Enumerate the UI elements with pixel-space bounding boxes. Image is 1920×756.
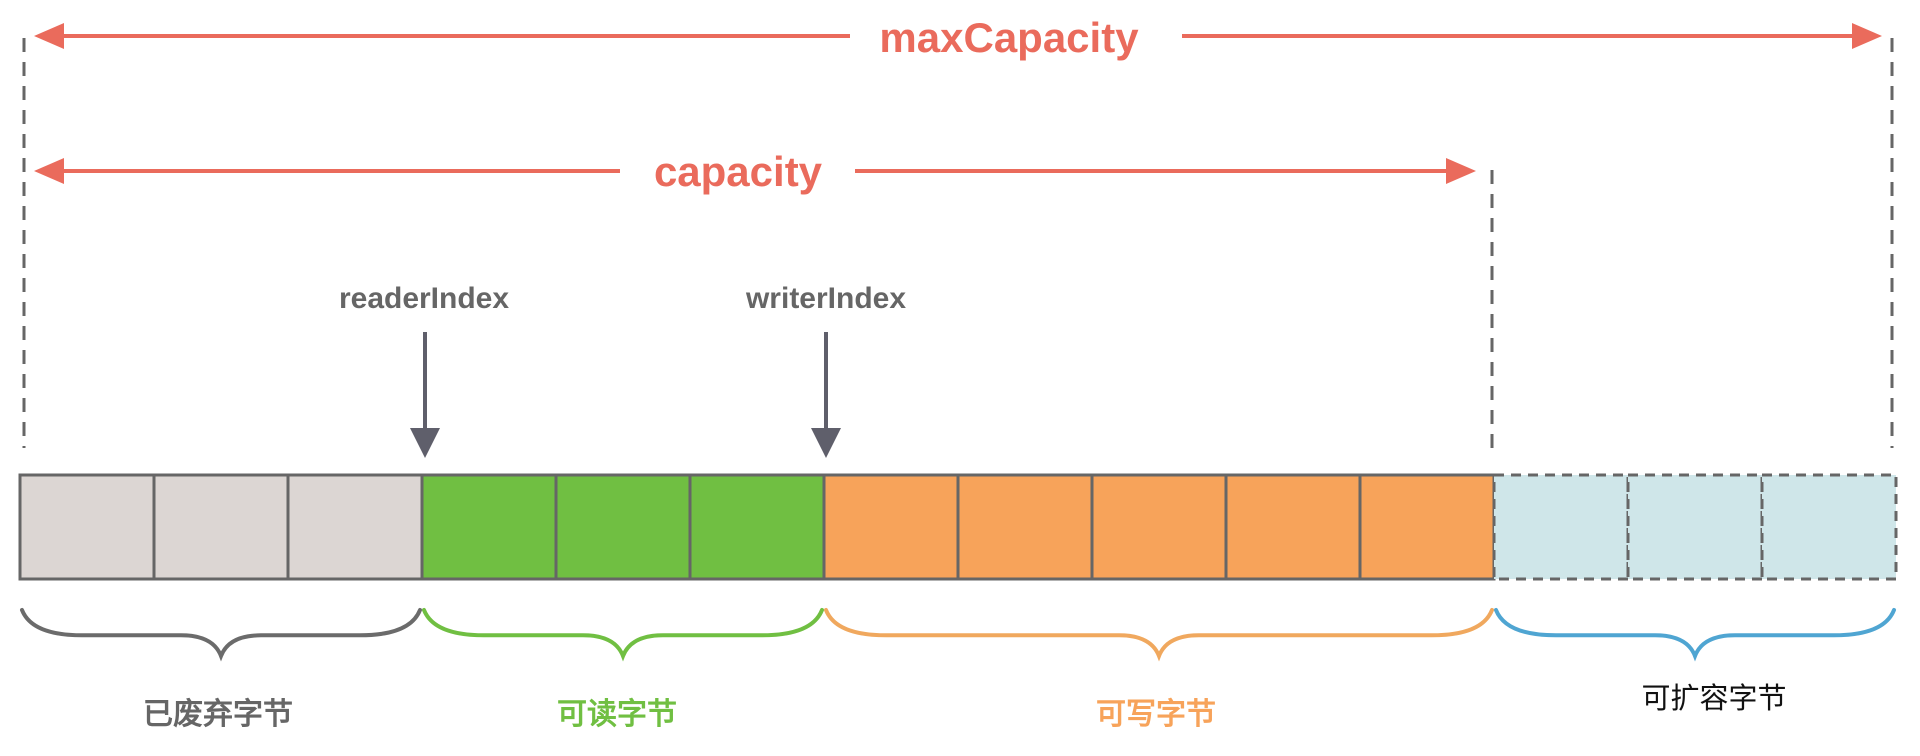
region-label-expandable: 可扩容字节	[1641, 681, 1786, 715]
byte-cell-readable	[554, 473, 692, 581]
capacity-arrowhead-left	[34, 158, 64, 184]
max-capacity-arrowhead-left	[34, 23, 64, 49]
region-label-readable: 可读字节	[557, 697, 677, 732]
byte-cell-writable	[1358, 473, 1496, 581]
capacity-dimension: capacity	[34, 148, 1476, 195]
writer-index-arrowhead	[811, 428, 841, 458]
brace-expandable	[1494, 608, 1896, 662]
byte-cell-expandable	[1760, 473, 1898, 581]
region-braces	[20, 608, 1896, 662]
region-label-discarded: 已废弃字节	[143, 697, 293, 732]
region-label-writable: 可写字节	[1096, 697, 1216, 732]
byte-cell-writable	[1090, 473, 1228, 581]
byte-cell-writable	[822, 473, 960, 581]
byte-cell-writable	[1224, 473, 1362, 581]
reader-index-pointer: readerIndex	[339, 282, 509, 458]
reader-index-label: readerIndex	[339, 282, 509, 315]
max-capacity-dimension: maxCapacity	[34, 14, 1882, 61]
byte-cell-discarded	[18, 473, 156, 581]
capacity-arrowhead-right	[1446, 158, 1476, 184]
brace-discarded	[20, 608, 422, 662]
byte-cell-readable	[688, 473, 826, 581]
byte-cell-readable	[420, 473, 558, 581]
byte-cell-writable	[956, 473, 1094, 581]
max-capacity-label: maxCapacity	[879, 14, 1139, 61]
capacity-label: capacity	[654, 148, 823, 195]
max-capacity-arrowhead-right	[1852, 23, 1882, 49]
writer-index-label: writerIndex	[745, 282, 906, 315]
byte-cells	[18, 473, 1898, 581]
writer-index-pointer: writerIndex	[745, 282, 906, 458]
brace-writable	[824, 608, 1494, 662]
reader-index-arrowhead	[410, 428, 440, 458]
brace-readable	[422, 608, 824, 662]
byte-cell-expandable	[1492, 473, 1630, 581]
byte-cell-expandable	[1626, 473, 1764, 581]
byte-cell-discarded	[286, 473, 424, 581]
byte-cell-discarded	[152, 473, 290, 581]
